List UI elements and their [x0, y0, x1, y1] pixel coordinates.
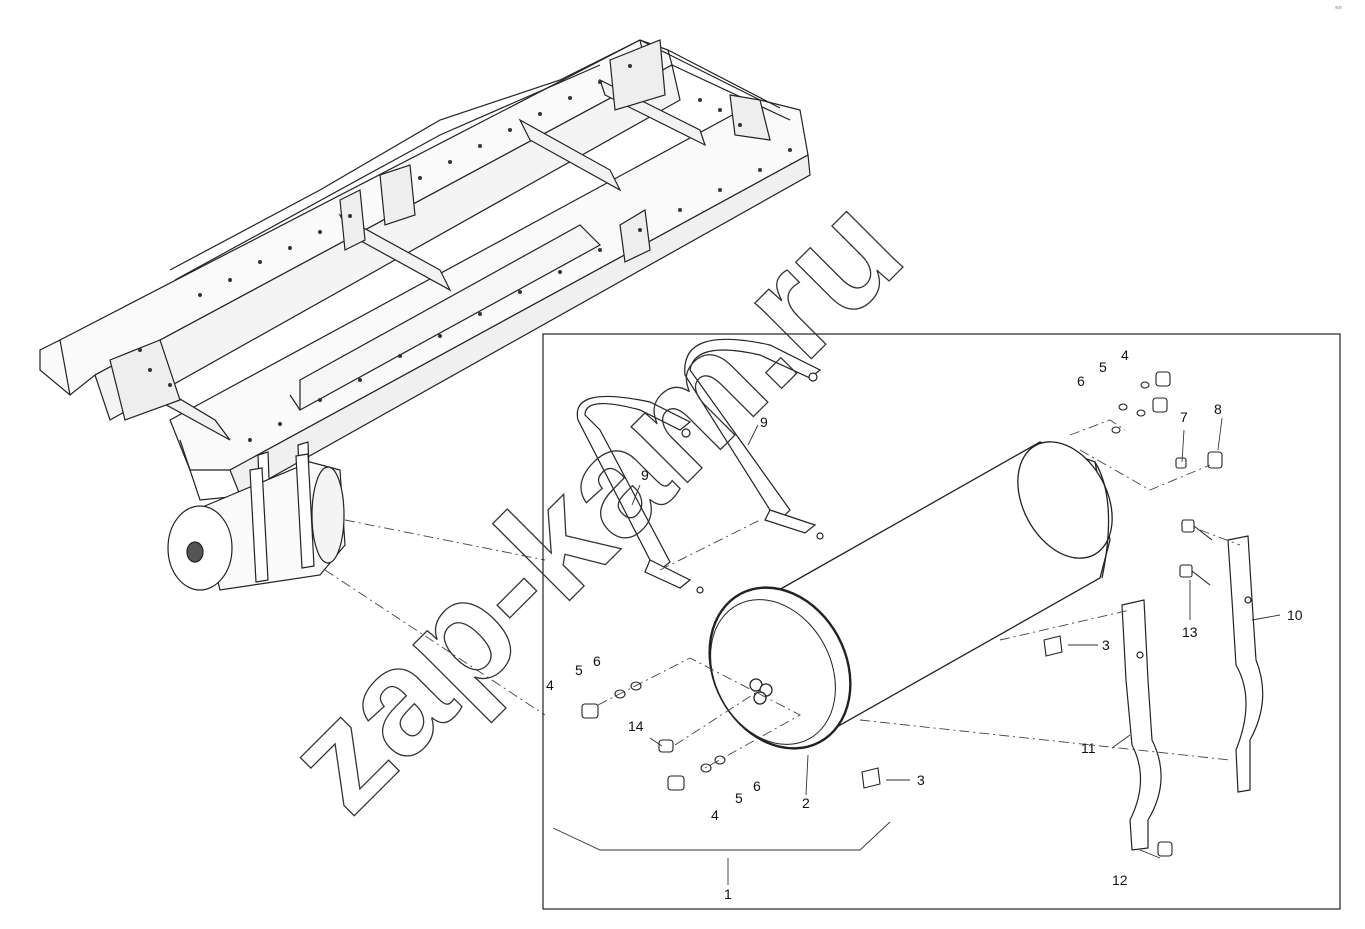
part-label-8: 8 — [1214, 401, 1222, 417]
label-leaders — [552, 417, 1281, 885]
part-label-9-left: 9 — [641, 467, 649, 483]
chassis-frame — [39, 39, 811, 566]
part-label-5-bottom: 5 — [735, 790, 743, 806]
part-labels: 1 2 3 3 4 4 4 5 5 5 6 6 6 7 8 9 9 10 11 … — [546, 347, 1303, 902]
part-label-5-top: 5 — [1099, 359, 1107, 375]
part-label-6-top: 6 — [1077, 373, 1085, 389]
part-label-6-left: 6 — [593, 653, 601, 669]
detail-frame — [542, 333, 1341, 910]
part-label-3-lower: 3 — [917, 772, 925, 788]
part-label-13: 13 — [1182, 624, 1198, 640]
assembly-lines — [597, 419, 1241, 769]
part-label-10: 10 — [1287, 607, 1303, 623]
part-label-14: 14 — [628, 718, 644, 734]
chassis-holes — [138, 64, 792, 442]
tank-brackets — [1121, 535, 1264, 851]
part-label-12: 12 — [1112, 872, 1128, 888]
air-tank-receiver — [708, 441, 1113, 750]
part-label-11: 11 — [1081, 740, 1096, 756]
tank-straps — [576, 338, 824, 594]
part-label-4-top: 4 — [1121, 347, 1129, 363]
part-label-6-bottom: 6 — [753, 778, 761, 794]
corner-mark: ᵃᵖᵖ — [1335, 6, 1343, 12]
part-label-9-right: 9 — [760, 414, 768, 430]
fasteners — [581, 371, 1223, 857]
detail-leader-lines — [324, 519, 546, 716]
part-label-1: 1 — [724, 886, 732, 902]
part-label-7: 7 — [1180, 409, 1188, 425]
mounted-air-tank — [167, 453, 346, 591]
part-label-2: 2 — [802, 795, 810, 811]
part-label-4-left: 4 — [546, 677, 554, 693]
part-label-5-left: 5 — [575, 662, 583, 678]
part-label-3-upper: 3 — [1102, 637, 1110, 653]
part-label-4-bottom: 4 — [711, 807, 719, 823]
